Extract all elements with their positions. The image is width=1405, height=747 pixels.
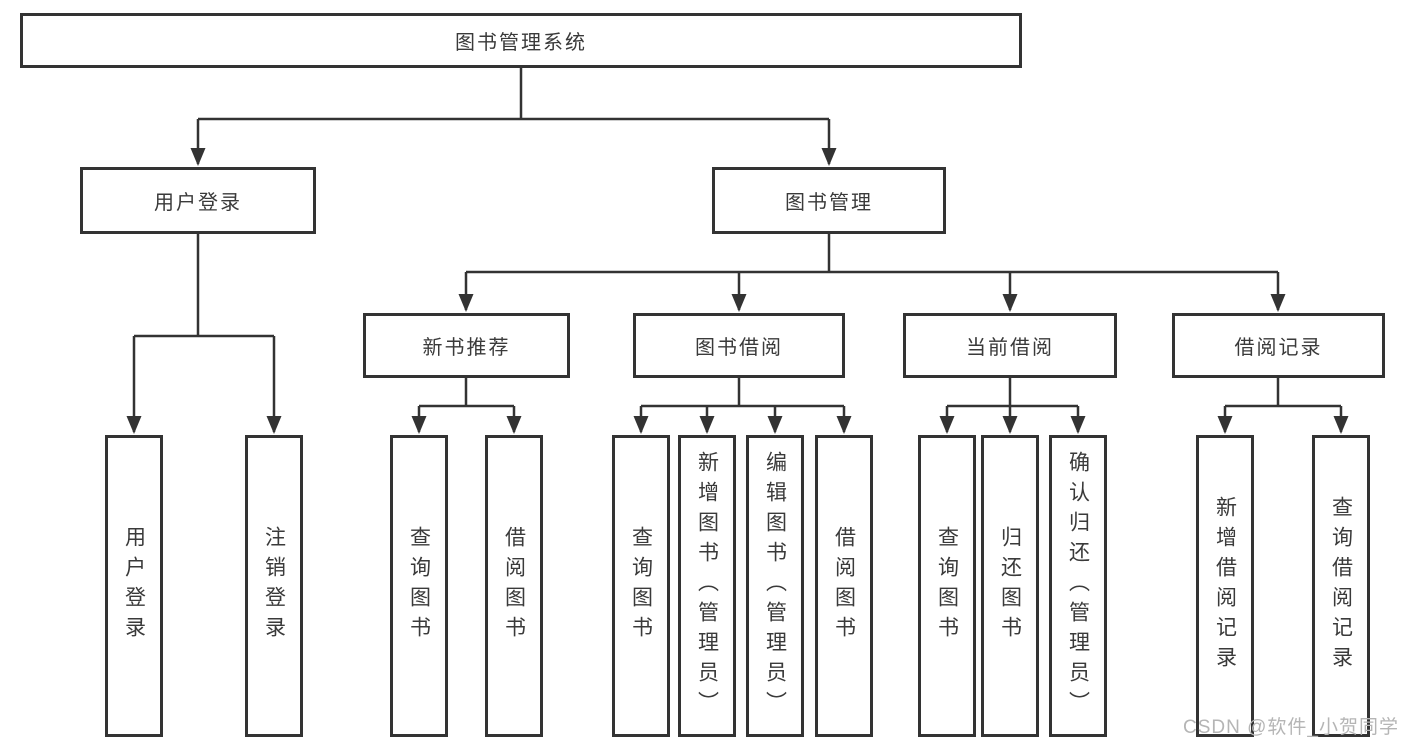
node-current-borrow: 当前借阅 — [903, 313, 1117, 378]
leaf-add-borrow-record: 新增借阅记录 — [1196, 435, 1254, 737]
connector-skeleton — [134, 67, 1341, 408]
leaf-query-books-3: 查询图书 — [918, 435, 976, 737]
leaf-query-books-1: 查询图书 — [390, 435, 448, 737]
leaf-user-login: 用户登录 — [105, 435, 163, 737]
leaf-logout: 注销登录 — [245, 435, 303, 737]
node-book-management: 图书管理 — [712, 167, 946, 234]
leaf-borrow-books-1: 借阅图书 — [485, 435, 543, 737]
node-borrow-records: 借阅记录 — [1172, 313, 1385, 378]
leaf-return-book: 归还图书 — [981, 435, 1039, 737]
connector-arrows — [126, 119, 1349, 434]
leaf-edit-book-admin: 编辑图书（管理员） — [746, 435, 804, 737]
node-book-borrow: 图书借阅 — [633, 313, 845, 378]
node-new-book-recommend: 新书推荐 — [363, 313, 570, 378]
csdn-watermark: CSDN @软件_小贺同学 — [1183, 717, 1399, 738]
leaf-borrow-books-2: 借阅图书 — [815, 435, 873, 737]
leaf-query-books-2: 查询图书 — [612, 435, 670, 737]
leaf-add-book-admin: 新增图书（管理员） — [678, 435, 736, 737]
leaf-query-borrow-record: 查询借阅记录 — [1312, 435, 1370, 737]
node-root: 图书管理系统 — [20, 13, 1022, 68]
leaf-confirm-return-admin: 确认归还（管理员） — [1049, 435, 1107, 737]
node-user-login-group: 用户登录 — [80, 167, 316, 234]
